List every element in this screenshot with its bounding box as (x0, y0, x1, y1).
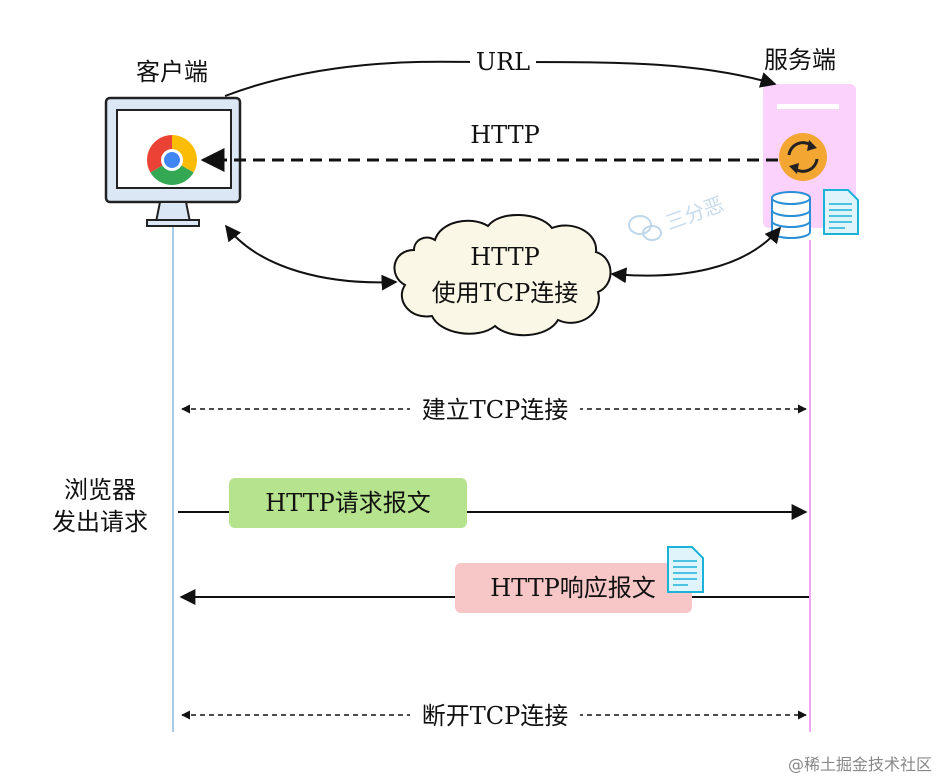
wechat-icon (628, 215, 662, 241)
watermark-footer: @稀土掘金技术社区 (788, 755, 932, 774)
chrome-icon (147, 135, 197, 185)
server-cloud-arrow (610, 226, 782, 284)
request-box (229, 478, 467, 528)
response-label: HTTP响应报文 (490, 574, 656, 602)
response-box (455, 563, 692, 613)
client-cloud-arrow (225, 224, 398, 291)
document-icon (823, 189, 859, 235)
request-label: HTTP请求报文 (265, 489, 431, 517)
cloud-shape (393, 213, 612, 337)
establish-label: 建立TCP连接 (422, 396, 569, 424)
document-icon (667, 546, 704, 593)
browser-label-line2: 发出请求 (52, 508, 148, 536)
database-icon (771, 191, 811, 239)
close-label: 断开TCP连接 (422, 702, 569, 730)
cloud-line2: 使用TCP连接 (432, 279, 579, 307)
cloud-line1: HTTP (470, 243, 540, 271)
browser-label-line1: 浏览器 (64, 476, 136, 504)
url-label: URL (476, 48, 530, 76)
refresh-icon (779, 133, 827, 181)
watermark-center: 三分恶 (662, 192, 727, 235)
http-label: HTTP (470, 121, 540, 149)
client-label: 客户端 (136, 58, 208, 86)
server-label: 服务端 (764, 46, 836, 74)
